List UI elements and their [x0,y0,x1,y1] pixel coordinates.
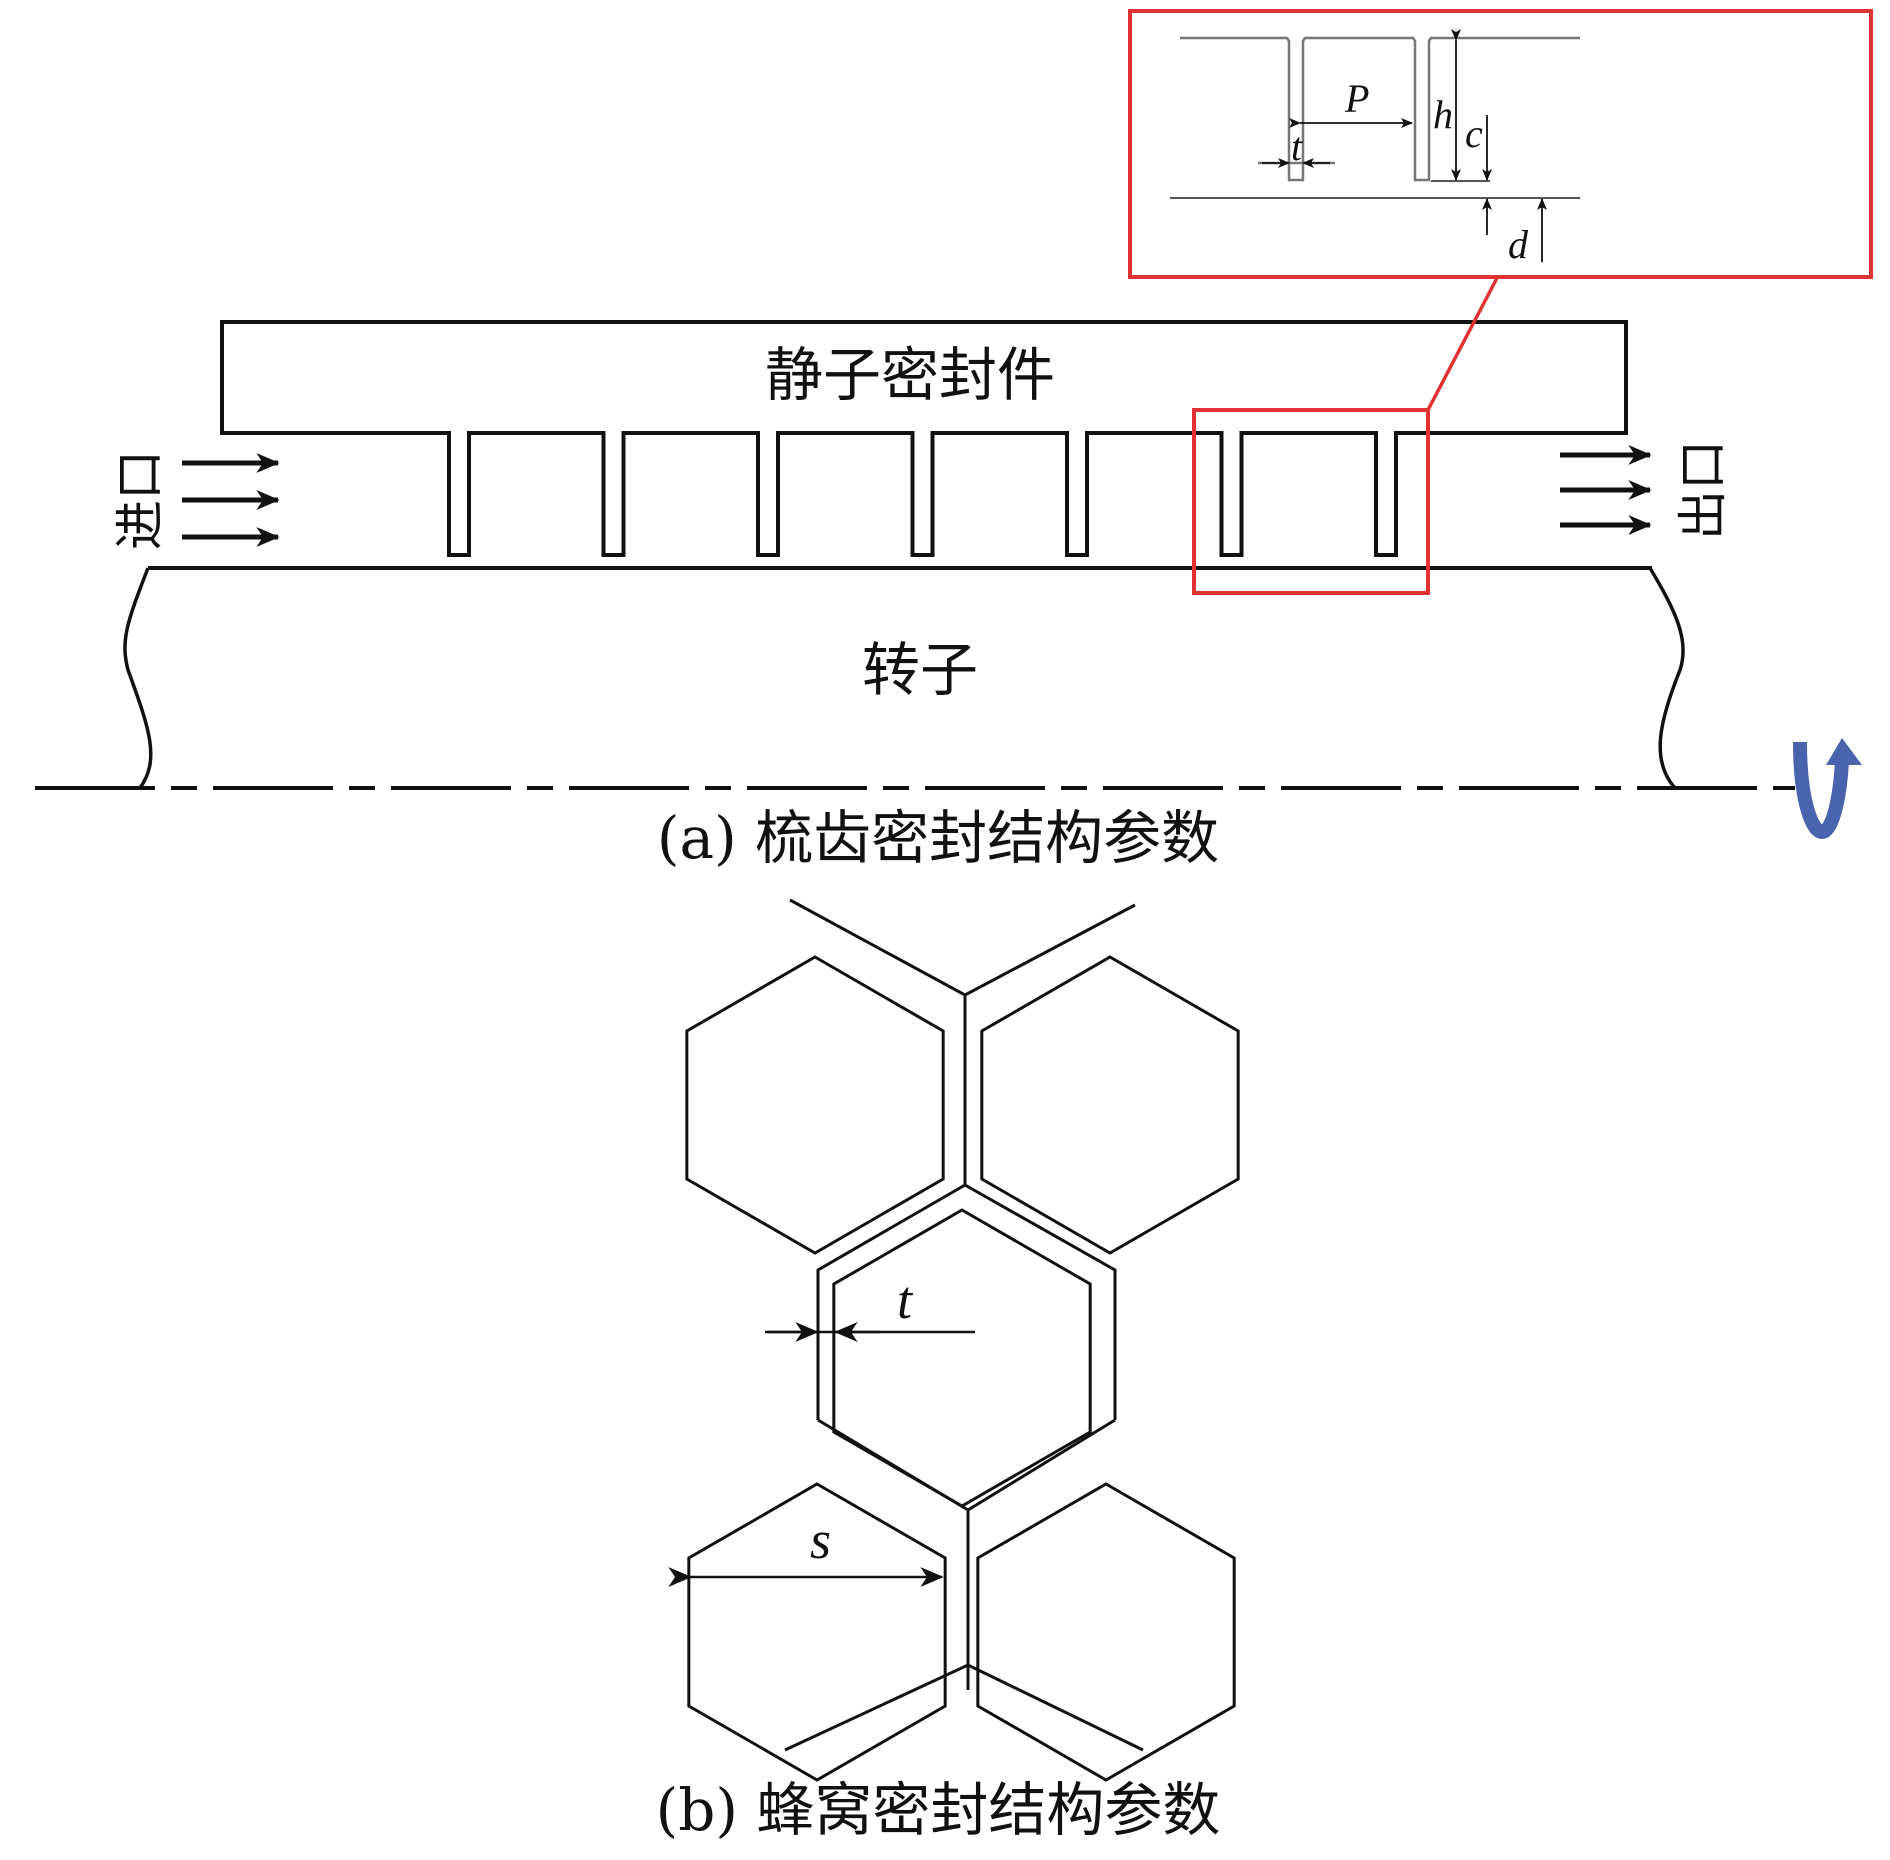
clearance-label: c [1465,111,1483,156]
stator-seal-outline [220,320,1628,557]
pitch-label: P [1344,76,1369,121]
tooth-height-label: h [1433,92,1453,137]
rotor-label: 转子 [862,636,978,704]
honeycomb-cell [685,955,945,1255]
rotation-arrow-icon [1793,738,1862,840]
honeycomb-cell [976,1482,1236,1782]
honeycomb-seal-figure [685,898,1240,1782]
honeycomb-wall [964,1183,1117,1420]
honeycomb-cell [980,955,1240,1255]
offset-label: d [1508,222,1529,267]
honeycomb-wall [816,1183,966,1420]
wall-thickness-label: t [897,1270,914,1330]
inset-stator-profile [1180,36,1580,182]
honeycomb-wall [789,898,1136,997]
tooth-detail-inset: P t h c d [1128,9,1873,279]
labyrinth-seal-figure: 静子密封件 转子 进口 出口 [35,9,1873,872]
detail-highlight-box [1192,408,1430,595]
outlet-label: 出口 [1674,440,1732,540]
inset-frame [1128,9,1873,279]
caption-a: (a) 梳齿密封结构参数 [657,804,1219,872]
caption-b: (b) 蜂窝密封结构参数 [656,1776,1221,1844]
inlet-label: 进口 [111,450,169,550]
honeycomb-wall [784,1663,1144,1752]
honeycomb-wall [817,1418,1116,1512]
honeycomb-cell [687,1482,947,1782]
detail-leader-line [1426,277,1499,411]
rotor-break-left [123,567,153,790]
stator-label: 静子密封件 [765,341,1055,409]
cell-width-label: s [810,1510,831,1570]
inlet-flow-arrows [182,453,280,547]
rotor-break-right [1648,567,1685,790]
honeycomb-cell [832,1208,1092,1508]
tooth-thickness-label: t [1291,124,1303,169]
honeycomb-dimensions: t s [668,1270,975,1587]
outlet-flow-arrows [1560,445,1652,535]
